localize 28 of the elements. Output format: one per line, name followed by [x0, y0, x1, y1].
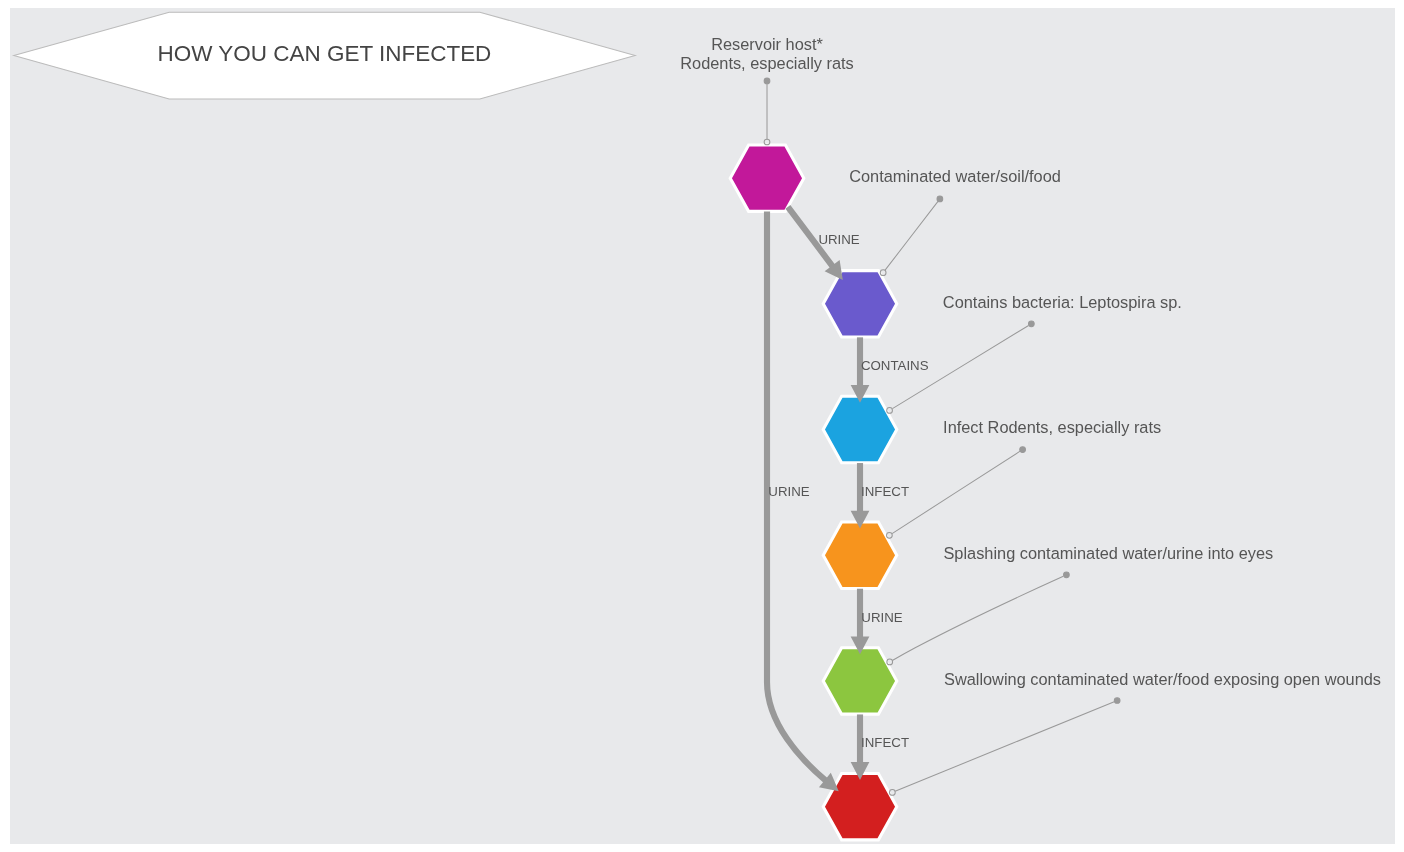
connector	[885, 320, 1035, 414]
arrow	[850, 714, 869, 780]
node-picture	[820, 520, 899, 590]
node-text: Splashing contaminated water/urine into eyes	[942, 544, 1273, 563]
connector	[763, 77, 770, 146]
edge-label: URINE	[817, 232, 860, 248]
node-picture	[820, 646, 899, 716]
connector	[888, 697, 1120, 796]
edge-label: URINE	[860, 609, 903, 625]
arrow	[784, 205, 843, 280]
edge-label: INFECT	[860, 735, 909, 751]
arrow	[850, 337, 869, 403]
node-text: Reservoir host* Rodents, especially rats	[679, 35, 854, 72]
connector	[879, 195, 943, 277]
arrow	[850, 588, 869, 655]
arrow	[850, 463, 869, 529]
node-text: Infect Rodents, especially rats	[942, 418, 1161, 437]
node-picture	[820, 394, 899, 465]
edge-label: CONTAINS	[860, 358, 929, 374]
node-text: Contaminated water/soil/food	[848, 167, 1061, 186]
connector	[885, 571, 1070, 666]
edge-label: INFECT	[860, 483, 909, 499]
node-text: Contains bacteria: Leptospira sp.	[942, 292, 1182, 311]
edge-label: URINE	[767, 483, 810, 499]
node-text: Swallowing contaminated water/food exposing open wounds	[943, 669, 1381, 688]
node-picture	[727, 143, 806, 213]
arrow	[763, 211, 839, 792]
connector	[885, 446, 1026, 539]
